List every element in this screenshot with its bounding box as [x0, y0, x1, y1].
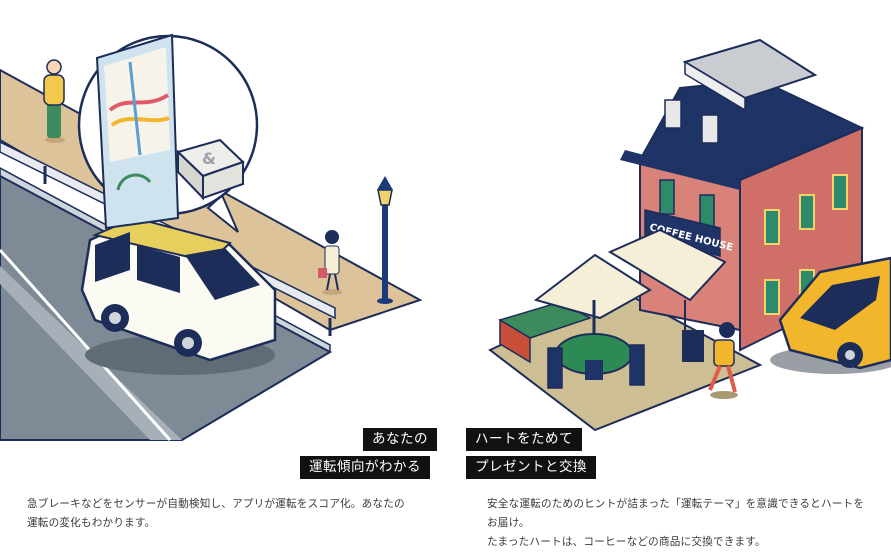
man-pedestrian [43, 59, 65, 143]
feature-1-description-line: 運転の変化もわかります。 [27, 517, 156, 529]
feature-1-description-line: 急ブレーキなどをセンサーが自動検知し、アプリが運転をスコア化。あなたの [27, 498, 405, 510]
woman-pedestrian [318, 230, 342, 295]
road-line [0, 248, 172, 442]
feature-1-title-line-1: あなたの [363, 428, 437, 451]
taxi [770, 256, 891, 374]
zoom-bubble: & [77, 33, 259, 233]
ampersand-icon: & [176, 138, 245, 201]
phone-app [95, 33, 180, 230]
street-scene: & [0, 33, 423, 442]
feature-2-title-line-1: ハートをためて [466, 428, 582, 451]
street-lamp [377, 176, 393, 304]
woman-with-coffee [708, 322, 738, 399]
feature-2-description: 安全な運転のためのヒントが詰まった「運転テーマ」を意識できるとハートを お届け。… [487, 495, 864, 552]
svg-text:&: & [202, 149, 216, 168]
cafe-umbrella-table [533, 253, 704, 389]
hedge [498, 301, 592, 364]
feature-1-title-line-2: 運転傾向がわかる [300, 456, 430, 479]
feature-1-description: 急ブレーキなどをセンサーが自動検知し、アプリが運転をスコア化。あなたの 運転の変… [27, 495, 405, 533]
cafe-scene: COFFEE HOUSE [488, 38, 891, 432]
feature-2-description-line: 安全な運転のためのヒントが詰まった「運転テーマ」を意識できるとハートを [487, 498, 865, 510]
van [80, 216, 277, 375]
feature-2-title-line-2: プレゼントと交換 [466, 456, 596, 479]
feature-2-description-line: たまったハートは、コーヒーなどの商品に交換できます。 [487, 536, 766, 548]
feature-2-description-line: お届け。 [487, 517, 530, 529]
